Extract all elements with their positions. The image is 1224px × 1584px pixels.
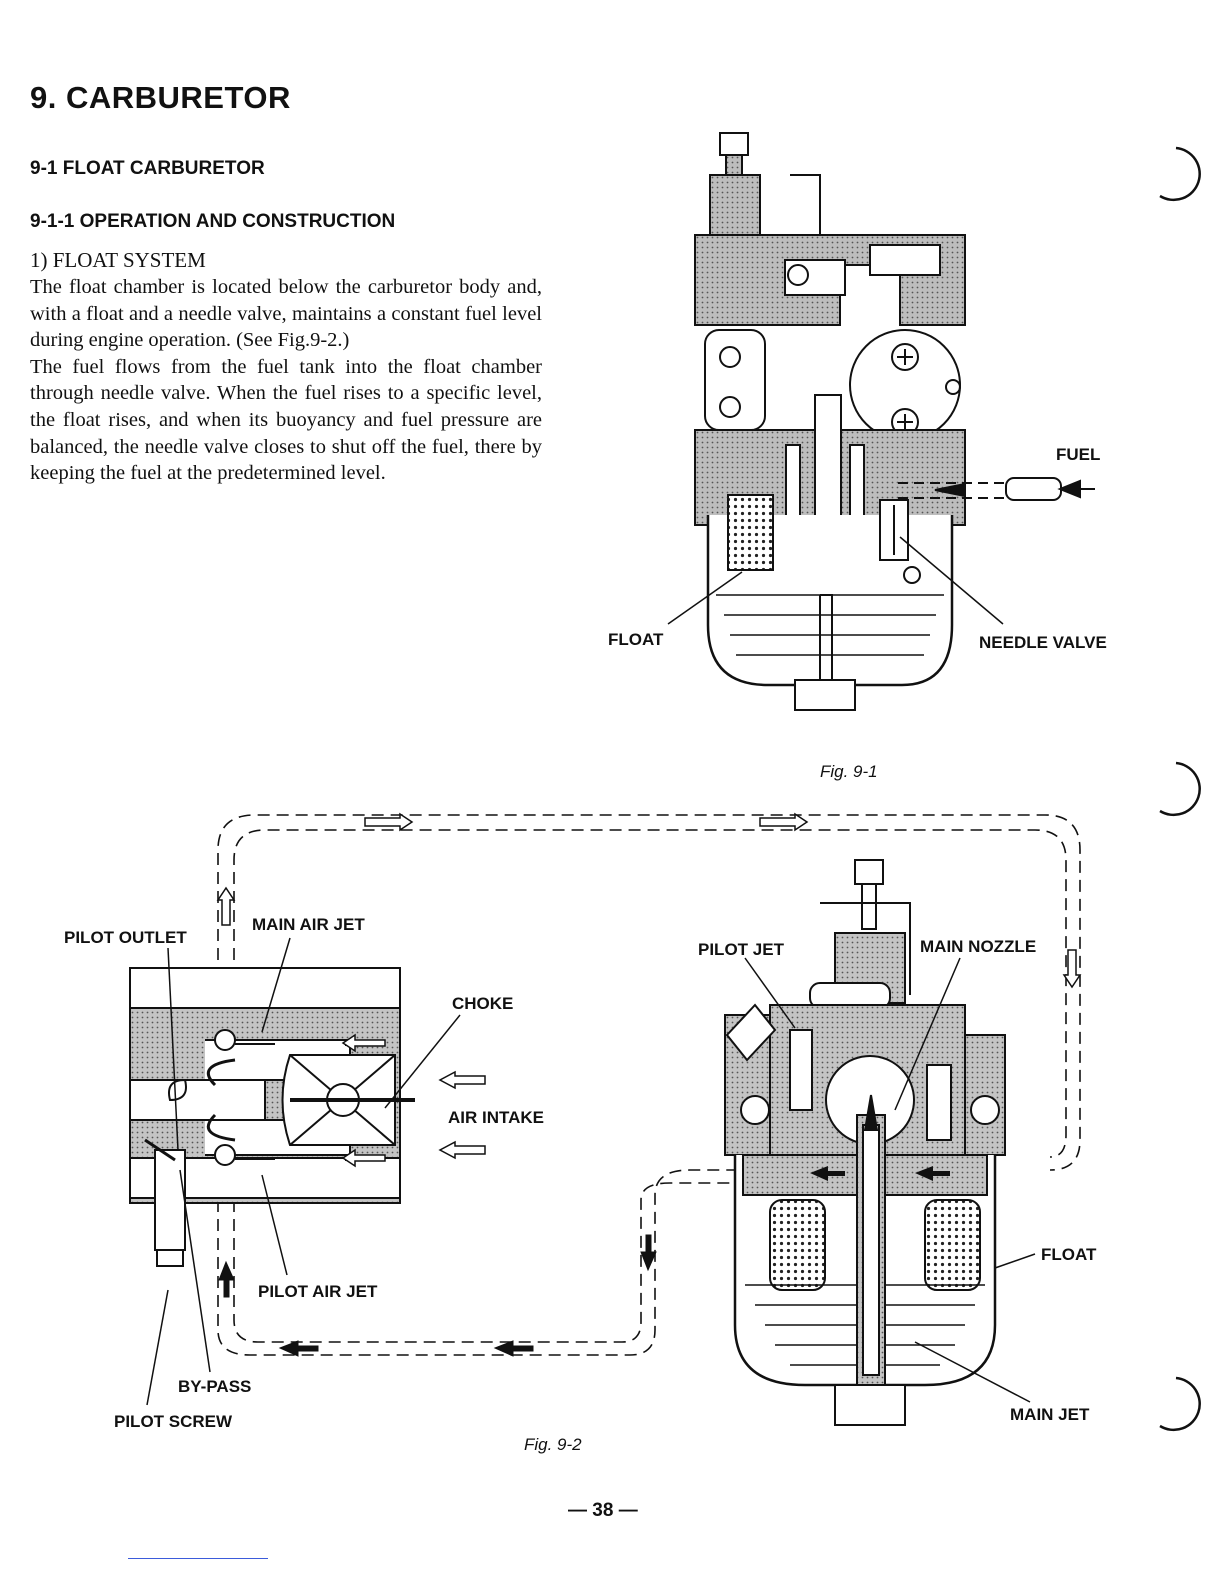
binder-hole-mark-middle xyxy=(1159,761,1201,817)
body-text: The float chamber is located below the c… xyxy=(30,274,542,487)
paragraph-2: The fuel flows from the fuel tank into t… xyxy=(30,355,542,485)
fig2-label-pilot-air-jet: PILOT AIR JET xyxy=(258,1282,378,1301)
fig2-label-choke: CHOKE xyxy=(452,994,514,1013)
fig2-label-air-intake: AIR INTAKE xyxy=(448,1108,545,1127)
binder-hole-mark-bottom xyxy=(1159,1376,1201,1432)
fig2-label-main-air-jet: MAIN AIR JET xyxy=(252,915,365,934)
paragraph-1: The float chamber is located below the c… xyxy=(30,276,542,352)
subsubsection-title: 9-1-1 OPERATION AND CONSTRUCTION xyxy=(30,211,396,232)
fig2-label-pilot-screw: PILOT SCREW xyxy=(114,1412,233,1431)
fig1-caption: Fig. 9-1 xyxy=(820,762,878,781)
fuel-hose-icon xyxy=(1005,477,1095,501)
fig1-label-fuel: FUEL xyxy=(1056,445,1101,464)
fig2-caption: Fig. 9-2 xyxy=(524,1435,582,1454)
fig2-label-pilot-outlet: PILOT OUTLET xyxy=(64,928,187,947)
system-heading: 1) FLOAT SYSTEM xyxy=(30,248,206,272)
fig2-label-main-jet: MAIN JET xyxy=(1010,1405,1090,1424)
fig1-label-float: FLOAT xyxy=(608,630,664,649)
fig2-label-float: FLOAT xyxy=(1041,1245,1097,1264)
fig-9-1-carburetor-drawing xyxy=(694,132,1005,711)
air-intake-arrows xyxy=(438,1070,486,1160)
fig-9-2-right-carburetor-drawing xyxy=(724,859,1006,1426)
fig2-label-main-nozzle: MAIN NOZZLE xyxy=(920,937,1037,956)
binder-hole-mark-top xyxy=(1159,146,1201,202)
fig2-label-pilot-jet: PILOT JET xyxy=(698,940,784,959)
page-number: — 38 — xyxy=(568,1500,638,1521)
fig1-label-needle-valve: NEEDLE VALVE xyxy=(979,633,1107,652)
footer-rule xyxy=(128,1558,268,1559)
section-title: 9. CARBURETOR xyxy=(30,80,291,115)
fig-9-2-left-carburetor-drawing xyxy=(129,967,415,1267)
fig2-label-by-pass: BY-PASS xyxy=(178,1377,252,1396)
subsection-title: 9-1 FLOAT CARBURETOR xyxy=(30,158,265,179)
